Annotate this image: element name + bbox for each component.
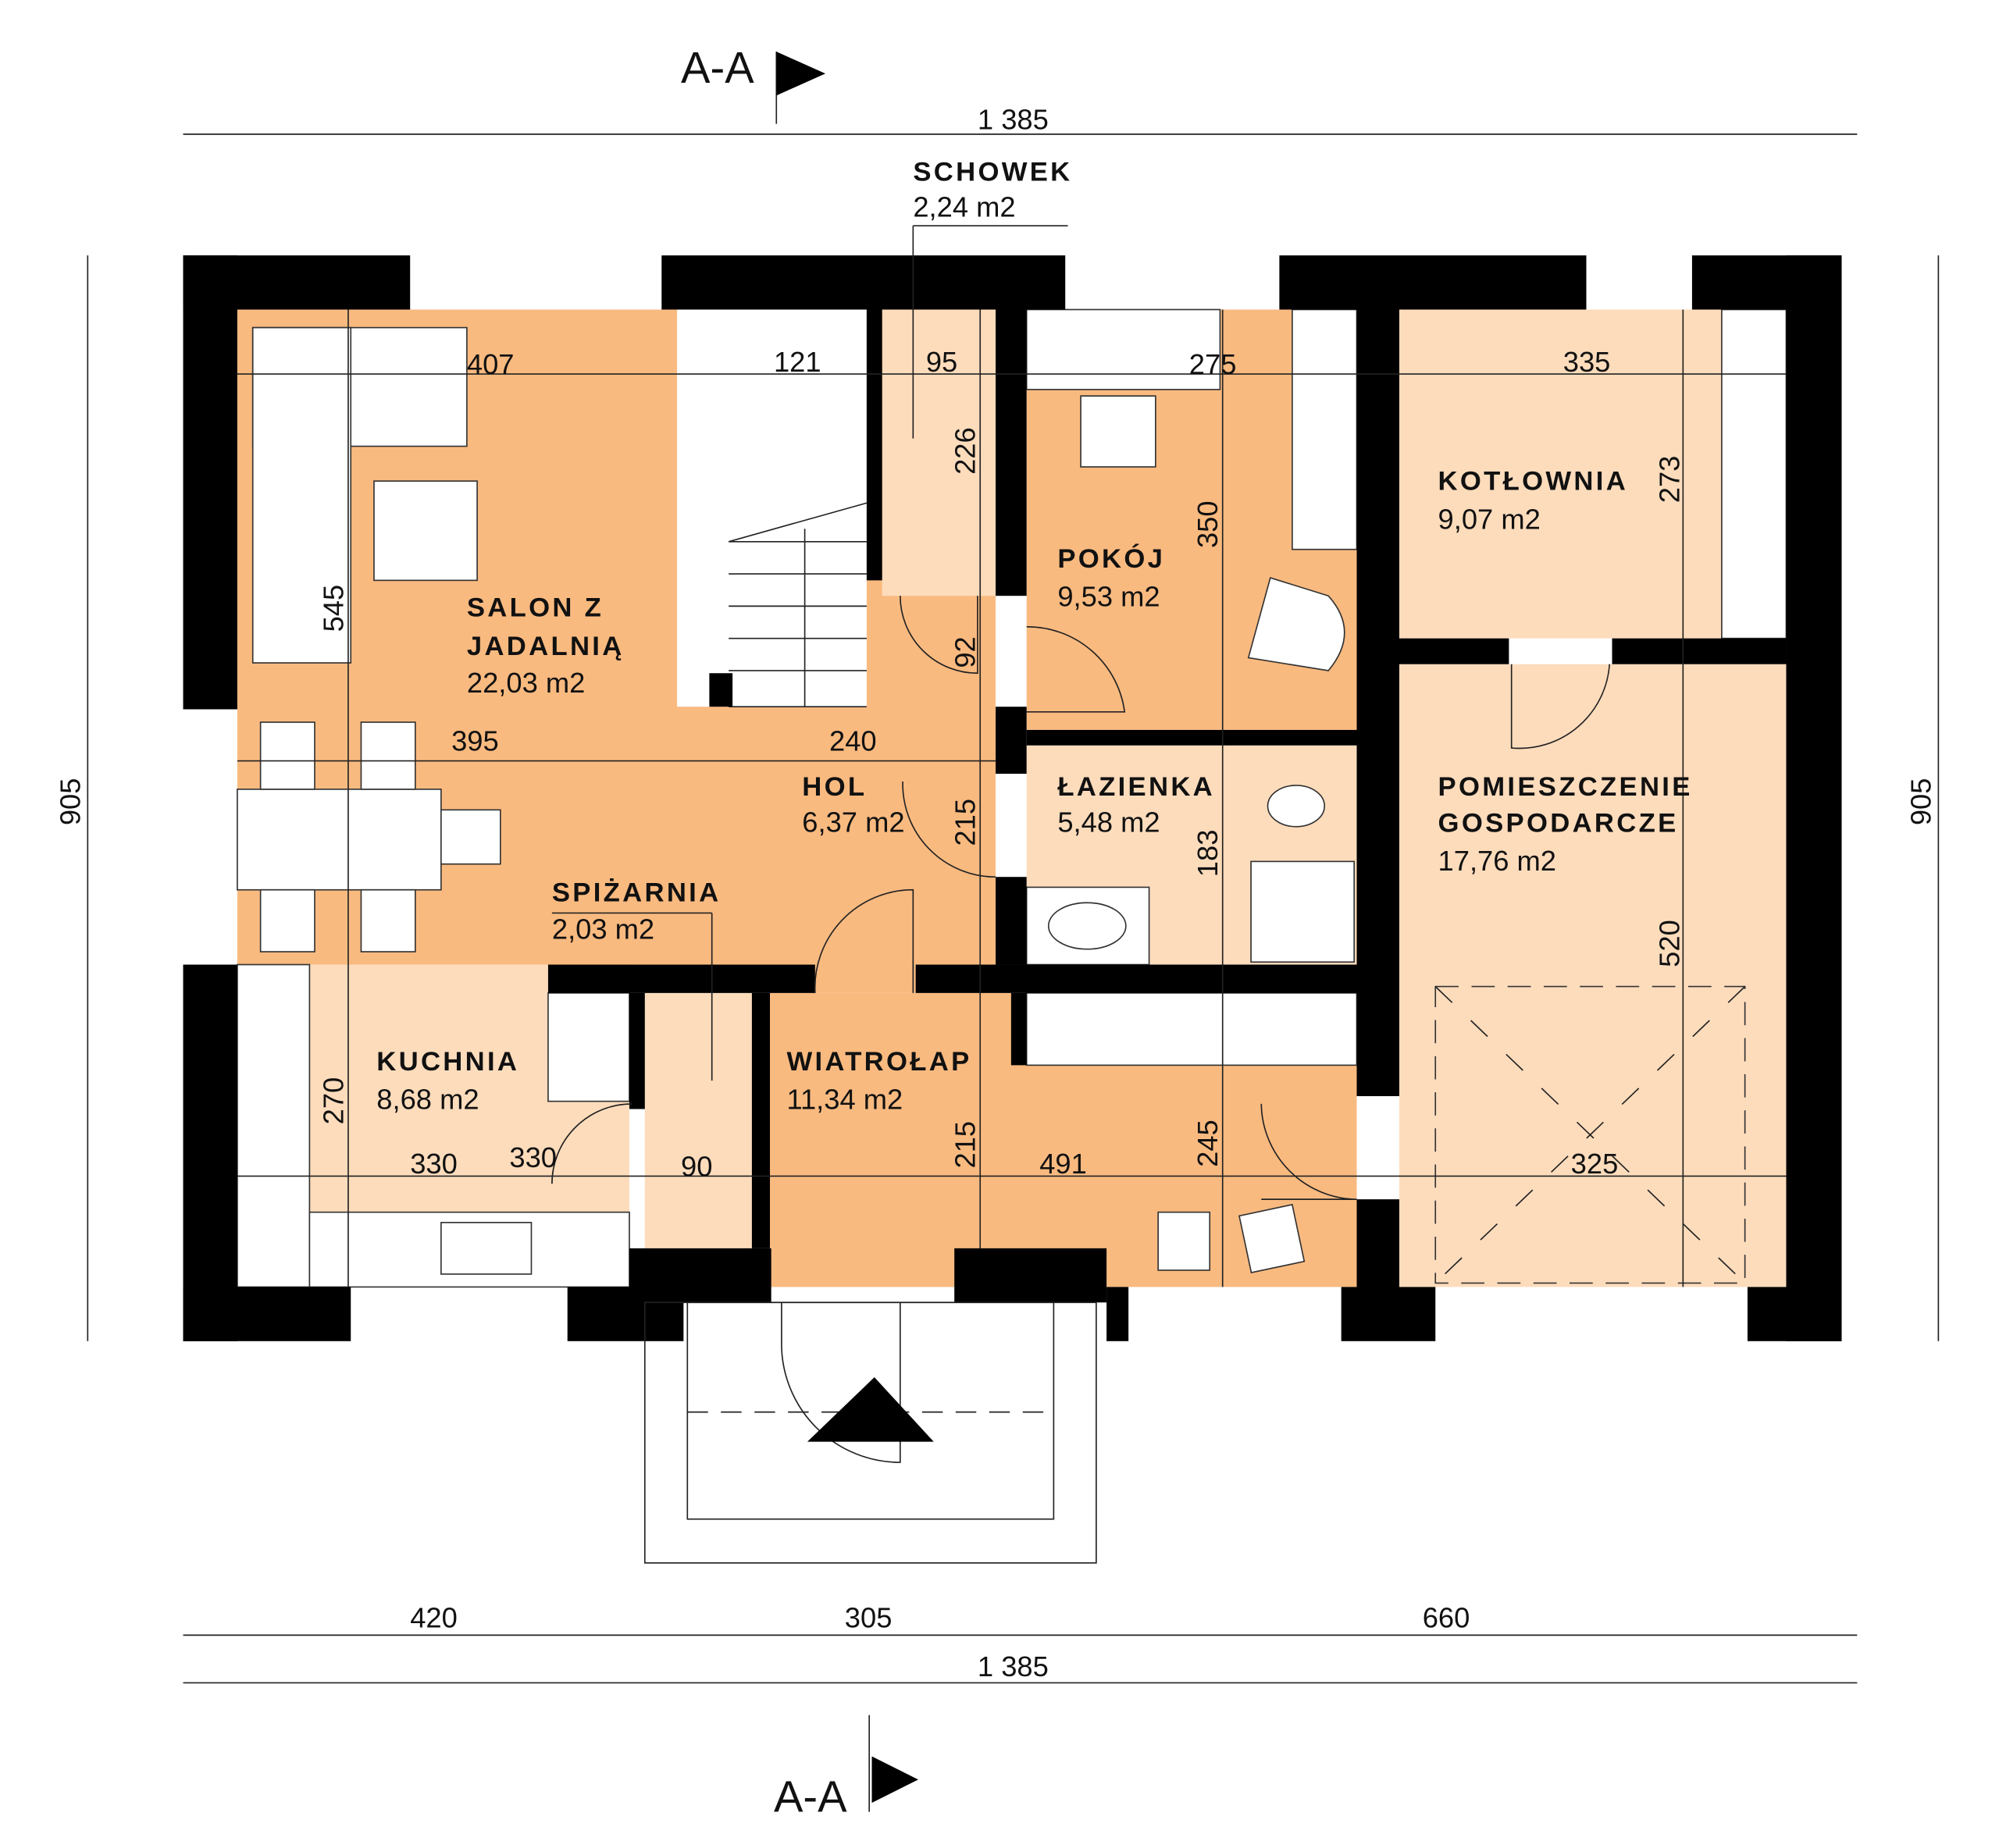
furniture — [237, 308, 1787, 1288]
dim-label: 491 — [1039, 1148, 1087, 1180]
dim-label: 335 — [1563, 346, 1611, 378]
stairs — [709, 502, 868, 708]
section-flag-bottom-icon — [871, 1756, 918, 1803]
dim-label: 183 — [1192, 830, 1224, 878]
room-area-hol: 6,37 m2 — [802, 806, 904, 838]
entry-passage — [814, 964, 916, 993]
dim-label: 95 — [926, 346, 957, 378]
room-area-salon: 22,03 m2 — [467, 667, 585, 699]
bottom-segment: 305 — [845, 1601, 893, 1633]
room-area-gospodarcze: 17,76 m2 — [1438, 845, 1556, 877]
room-area-wiatrolap: 11,34 m2 — [786, 1084, 903, 1116]
section-mark-top: A-A — [681, 43, 754, 92]
dim-label: 240 — [829, 725, 877, 757]
dim-label: 545 — [317, 585, 349, 632]
dim-label: 215 — [950, 799, 982, 846]
bottom-segment: 420 — [410, 1601, 458, 1633]
spizarnia-fill — [644, 992, 752, 1248]
doors — [551, 596, 1611, 1463]
dim-label: 330 — [509, 1141, 557, 1173]
dim-label: 407 — [467, 348, 515, 380]
room-area-kuchnia: 8,68 m2 — [376, 1084, 479, 1116]
dim-label: 92 — [950, 636, 982, 668]
room-name-gospodarcze: POMIESZCZENIE — [1438, 772, 1693, 802]
dim-label: 273 — [1653, 456, 1685, 504]
dimension-lines — [87, 52, 1940, 1812]
overall-height-left: 905 — [54, 778, 86, 826]
room-area-kotlownia: 9,07 m2 — [1438, 503, 1541, 535]
entrance-arrow-icon — [807, 1377, 934, 1442]
dim-label: 350 — [1192, 500, 1224, 548]
walls — [183, 255, 1842, 1341]
section-flag-top-icon — [776, 52, 826, 96]
dim-label: 270 — [317, 1077, 349, 1125]
porch — [643, 1301, 1097, 1564]
room-name-wiatrolap: WIATROŁAP — [786, 1047, 971, 1077]
dim-label: 245 — [1192, 1120, 1224, 1167]
stairs-area — [677, 309, 867, 707]
bottom-segment: 660 — [1423, 1601, 1470, 1633]
dim-label: 215 — [950, 1121, 982, 1169]
dim-label: 395 — [451, 725, 499, 757]
schowek-fill — [882, 309, 996, 596]
kotlownia-fill — [1386, 309, 1787, 639]
inner-dimensions: 407 121 95 275 335 330 226 350 273 545 9… — [317, 346, 1685, 1183]
room-name-kuchnia: KUCHNIA — [376, 1047, 519, 1077]
room-name-spizarnia: SPIŻARNIA — [552, 878, 722, 908]
dim-label: 520 — [1653, 920, 1685, 967]
gospodarcze-fill — [1399, 664, 1787, 1287]
dim-label: 226 — [950, 427, 982, 475]
dim-label: 275 — [1189, 348, 1237, 380]
room-name-kotlownia: KOTŁOWNIA — [1438, 467, 1629, 497]
room-name-salon: SALON Z — [467, 593, 604, 623]
overall-height-right: 905 — [1905, 778, 1937, 826]
dim-label: 330 — [410, 1148, 458, 1180]
room-area-lazienka: 5,48 m2 — [1057, 806, 1160, 838]
room-name-gospodarcze-2: GOSPODARCZE — [1438, 808, 1679, 838]
dim-label: 325 — [1571, 1148, 1619, 1180]
room-name-schowek: SCHOWEK — [913, 157, 1072, 187]
room-name-pokoj: POKÓJ — [1057, 543, 1165, 574]
room-area-spizarnia: 2,03 m2 — [552, 913, 654, 945]
room-name-lazienka: ŁAZIENKA — [1057, 772, 1215, 802]
dim-label: 121 — [774, 346, 821, 378]
section-mark-bottom: A-A — [774, 1772, 847, 1821]
overall-width-bottom: 1 385 — [978, 1650, 1049, 1682]
overall-width-top: 1 385 — [978, 103, 1049, 135]
room-area-pokoj: 9,53 m2 — [1057, 580, 1160, 612]
dim-label: 90 — [681, 1150, 712, 1182]
room-name-salon-2: JADALNIĄ — [467, 632, 625, 661]
room-name-hol: HOL — [802, 772, 867, 802]
room-area-schowek: 2,24 m2 — [913, 191, 1015, 223]
